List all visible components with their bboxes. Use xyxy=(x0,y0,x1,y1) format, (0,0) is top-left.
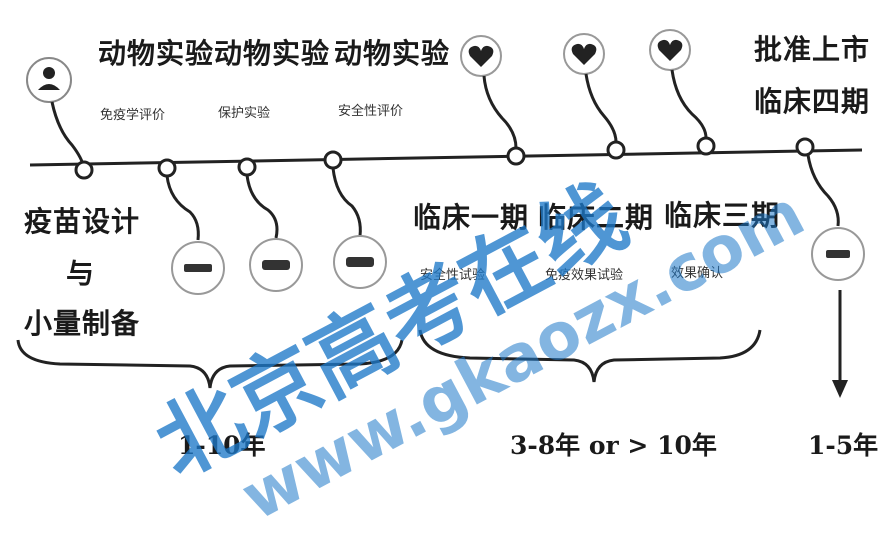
label-phase1: 临床一期 xyxy=(413,201,530,234)
sublabel-animal-3: 安全性评价 xyxy=(338,104,404,119)
connector-phase1 xyxy=(482,75,518,149)
device-icon xyxy=(171,241,225,295)
device-icon xyxy=(249,238,303,292)
label-design-line3: 小量制备 xyxy=(24,307,141,340)
sublabel-phase1: 安全性试验 xyxy=(420,268,486,283)
brace-clinical xyxy=(418,329,762,383)
node-animal-1 xyxy=(157,158,177,178)
label-approval-line2: 临床四期 xyxy=(754,85,871,118)
label-design-line2: 与 xyxy=(66,257,96,290)
node-animal-3 xyxy=(323,150,343,170)
connector-approval xyxy=(806,154,840,227)
node-phase1 xyxy=(506,146,526,166)
connector-phase3 xyxy=(670,69,708,139)
node-animal-2 xyxy=(237,157,257,177)
connector-design xyxy=(50,101,86,169)
connector-animal-2 xyxy=(245,174,279,239)
label-animal-2: 动物实验 xyxy=(214,37,331,70)
label-phase3: 临床三期 xyxy=(664,199,781,232)
heart-icon xyxy=(563,33,605,75)
duration-preclinical: 1-10年 xyxy=(178,431,266,460)
timeline-axis xyxy=(29,148,863,167)
brace-preclinical xyxy=(16,339,404,389)
label-animal-3: 动物实验 xyxy=(334,37,451,70)
label-design-line1: 疫苗设计 xyxy=(24,205,141,238)
heart-icon xyxy=(460,35,502,77)
label-approval-line1: 批准上市 xyxy=(754,33,871,66)
duration-clinical: 3-8年 or > 10年 xyxy=(510,431,717,460)
connector-phase2 xyxy=(584,73,618,143)
sublabel-phase3: 效果确认 xyxy=(671,266,724,281)
sublabel-animal-1: 免疫学评价 xyxy=(100,108,166,123)
person-icon xyxy=(26,57,72,103)
timeline-diagram xyxy=(16,29,865,398)
duration-post: 1-5年 xyxy=(808,431,879,460)
device-icon xyxy=(333,235,387,289)
label-animal-1: 动物实验 xyxy=(98,37,215,70)
node-design xyxy=(74,160,94,180)
label-phase2: 临床二期 xyxy=(538,201,655,234)
node-phase2 xyxy=(606,140,626,160)
connector-animal-3 xyxy=(331,167,362,237)
heart-icon xyxy=(649,29,691,71)
sublabel-animal-2: 保护实验 xyxy=(218,106,271,121)
device-icon xyxy=(811,227,865,281)
sublabel-phase2: 免疫效果试验 xyxy=(545,268,624,283)
node-phase3 xyxy=(696,136,716,156)
node-approval xyxy=(795,137,815,157)
connector-animal-1 xyxy=(165,175,200,241)
arrow-post-head xyxy=(832,380,848,398)
